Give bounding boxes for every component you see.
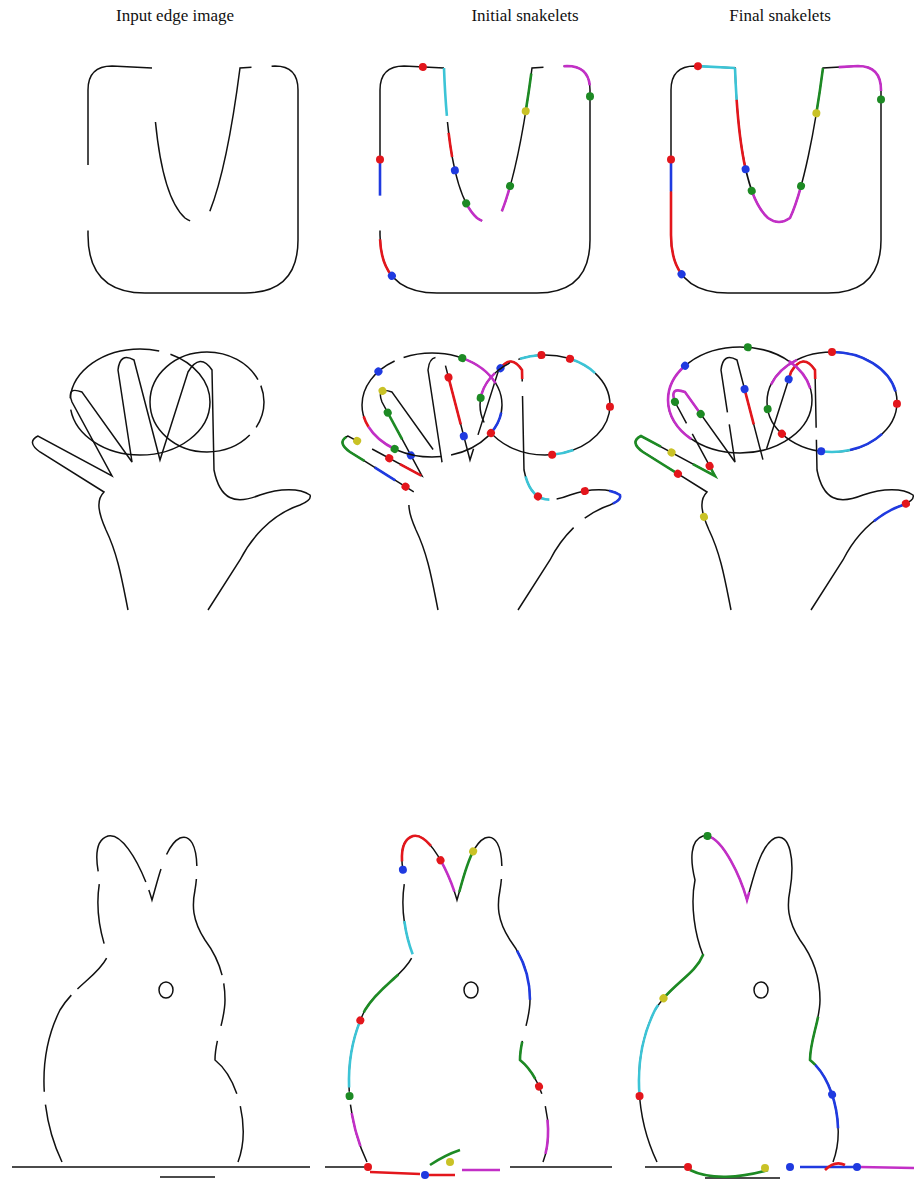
u-shape-initial bbox=[380, 66, 590, 293]
hand-input bbox=[32, 358, 310, 610]
hand-final bbox=[635, 358, 913, 610]
ellipses-final bbox=[668, 347, 897, 453]
bunny-final-ground bbox=[645, 1163, 914, 1178]
ellipses-initial bbox=[362, 353, 610, 457]
column-heading: Final snakelets bbox=[729, 6, 831, 26]
u-shape-final bbox=[671, 66, 881, 293]
bunny-initial-ground bbox=[325, 1150, 612, 1179]
ellipses-input bbox=[70, 349, 264, 455]
bunny-input bbox=[12, 836, 310, 1177]
bunny-initial bbox=[349, 836, 548, 1162]
bunny-final bbox=[639, 836, 838, 1162]
column-heading: Initial snakelets bbox=[471, 6, 578, 26]
u-shape-input bbox=[88, 66, 298, 293]
column-heading: Input edge image bbox=[116, 6, 234, 26]
